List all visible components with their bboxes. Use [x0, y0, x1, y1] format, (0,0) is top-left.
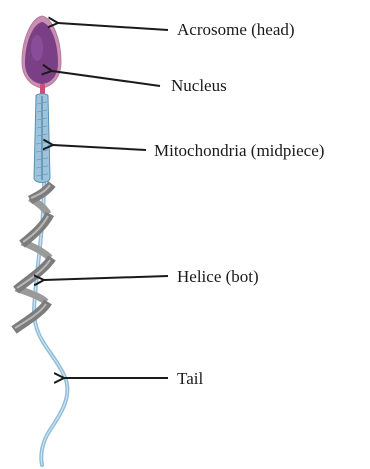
- nucleus-label: Nucleus: [171, 76, 227, 95]
- sperm-head: [22, 16, 61, 88]
- pointer-arrows: [44, 23, 168, 378]
- nucleus-sheen: [31, 35, 43, 61]
- helice-arrow: [44, 276, 168, 280]
- mitochondria-arrow: [53, 145, 146, 150]
- acrosome-arrow: [58, 23, 168, 30]
- mitochondria-label: Mitochondria (midpiece): [154, 141, 324, 160]
- tail-label: Tail: [177, 369, 203, 388]
- nucleus-arrow: [52, 71, 160, 86]
- acrosome-label: Acrosome (head): [177, 20, 295, 39]
- midpiece: [34, 94, 50, 183]
- helice-label: Helice (bot): [177, 267, 259, 286]
- sperm-neck: [40, 84, 45, 94]
